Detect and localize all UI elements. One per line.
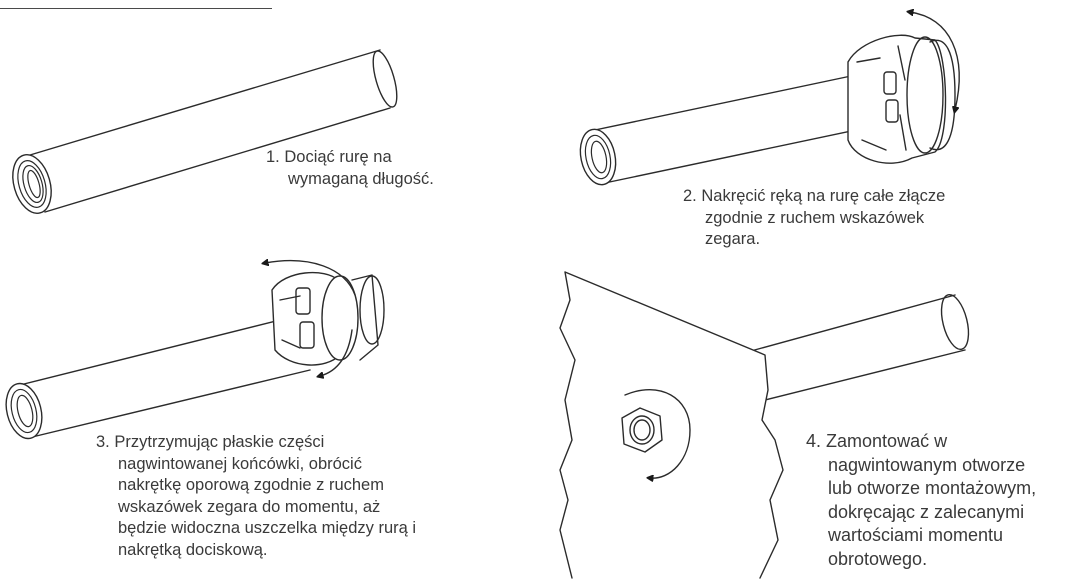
step-3-line-6: nakrętką dociskową. (118, 540, 268, 559)
clockwise-arrow-icon-step4 (624, 389, 691, 478)
step-4-line-4: dokręcając z zalecanymi (828, 501, 1025, 522)
step-4-caption: 4. Zamontować w nagwintowanym otworze lu… (806, 430, 1036, 571)
pipe-with-fitting-illustration (579, 34, 956, 186)
step-3-caption: 3. Przytrzymując płaskie części nagwinto… (96, 432, 416, 561)
step-3-line-5: będzie widoczna uszczelka między rurą i (118, 519, 417, 537)
step-1-line-2: wymaganą długość. (288, 169, 434, 188)
step-2-caption: 2. Nakręcić ręką na rurę całe złącze zgo… (683, 186, 945, 251)
top-divider (0, 8, 272, 9)
pipe-with-nut-illustration (5, 271, 385, 440)
step-4-line-1: 4. Zamontować w (806, 431, 948, 451)
step-2-line-1: 2. Nakręcić ręką na rurę całe złącze (683, 187, 946, 205)
step-3-line-4: wskazówek zegara do momentu, aż (118, 497, 381, 516)
pipe-illustration (12, 49, 398, 214)
step-1-caption: 1. Dociąć rurę na wymaganą długość. (266, 147, 434, 190)
step-4-line-2: nagwintowanym otworze (828, 454, 1026, 475)
clockwise-arrow-icon (910, 12, 960, 110)
step-2-line-2: zgodnie z ruchem wskazówek (705, 208, 925, 227)
step-4-line-3: lub otworze montażowym, (828, 478, 1037, 498)
step-3-line-3: nakrętkę oporową zgodnie z ruchem (118, 476, 384, 494)
step-3-line-2: nagwintowanej końcówki, obrócić (118, 454, 362, 473)
mounting-plate-illustration (559, 271, 970, 579)
step-1-line-1: 1. Dociąć rurę na (266, 148, 392, 166)
step-3-line-1: 3. Przytrzymując płaskie części (96, 433, 325, 451)
step-4-line-6: obrotowego. (828, 548, 928, 569)
step-2-line-3: zegara. (705, 230, 761, 248)
step-4-line-5: wartościami momentu (828, 525, 1004, 545)
clockwise-arrow-icon-step3 (265, 261, 356, 376)
